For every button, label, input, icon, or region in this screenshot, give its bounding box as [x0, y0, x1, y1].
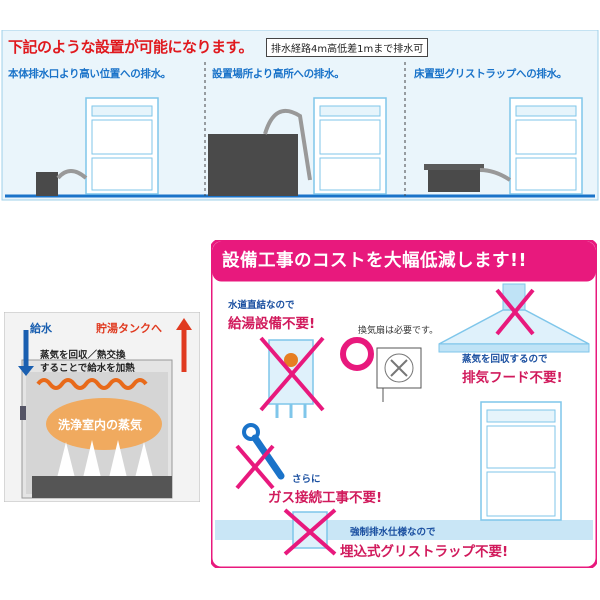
cost-reduction-panel [211, 240, 597, 568]
exhaust-hood-icon [438, 283, 590, 353]
recover-line1: 蒸気を回収／熱交換 [40, 350, 126, 361]
grease-trap-icon [283, 508, 337, 556]
grease-trap-label: 埋込式グリストラップ不要! [340, 544, 509, 560]
installation-options-panel [1, 30, 599, 201]
heat-recovery-diagram [4, 312, 200, 502]
case1-illustration [36, 97, 159, 196]
case1-label: 本体排水口より高い位置への排水。 [8, 68, 171, 80]
water-heater-label: 給湯設備不要! [228, 316, 316, 332]
water-heater-icon [259, 336, 325, 418]
dishwasher-icon [480, 401, 562, 521]
steam-label: 洗浄室内の蒸気 [58, 418, 143, 432]
installation-title: 下記のような設置が可能になります。 [8, 38, 254, 56]
case3-label: 床置型グリストラップへの排水。 [414, 68, 567, 80]
case2-label: 設置場所より高所への排水。 [212, 68, 345, 80]
fan-needed-label: 換気扇は必要です。 [358, 326, 439, 336]
wrench-icon [235, 423, 285, 490]
case2-illustration [208, 97, 387, 196]
forced-drain-label: 強制排水仕様なので [350, 527, 436, 538]
steam-recover-label: 蒸気を回収するので [462, 354, 548, 365]
recover-line2: することで給水を加熱 [40, 363, 135, 374]
cost-title: 設備工事のコストを大幅低減します!! [222, 251, 527, 271]
moreover-label: さらに [292, 474, 321, 485]
drain-limit-note: 排水経路4m高低差1mまで排水可 [266, 38, 429, 57]
water-in-label: 給水 [30, 322, 52, 335]
exhaust-hood-label: 排気フード不要! [462, 370, 563, 386]
case3-illustration [424, 97, 583, 195]
vent-fan-icon [376, 347, 422, 402]
to-tank-label: 貯湯タンクへ [96, 322, 162, 335]
water-direct-label: 水道直結なので [228, 300, 295, 311]
gas-label: ガス接続工事不要! [268, 490, 383, 506]
